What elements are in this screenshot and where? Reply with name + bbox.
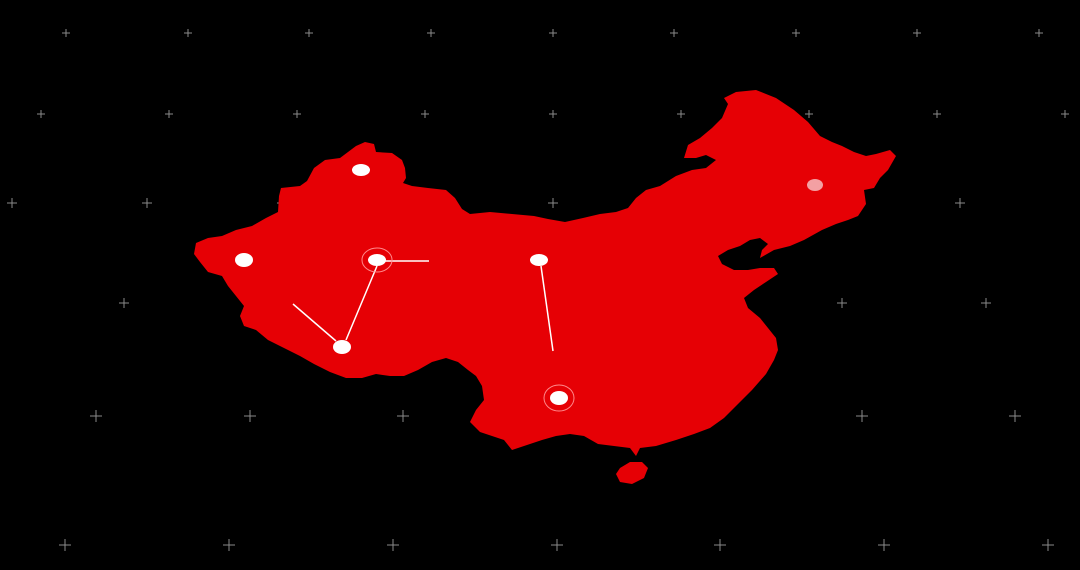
grid-cross-icon bbox=[805, 110, 813, 118]
grid-cross-icon bbox=[90, 410, 102, 422]
grid-cross-icon bbox=[142, 198, 152, 208]
line-tibet-west bbox=[292, 303, 337, 342]
grid-crosses bbox=[7, 29, 1069, 551]
grid-cross-icon bbox=[37, 110, 45, 118]
grid-cross-icon bbox=[1009, 410, 1021, 422]
grid-cross-icon bbox=[933, 110, 941, 118]
marker-ring-icon bbox=[361, 247, 393, 273]
grid-cross-icon bbox=[548, 198, 558, 208]
marker-northeast[interactable] bbox=[807, 179, 823, 191]
grid-cross-icon bbox=[59, 539, 71, 551]
marker-central-china[interactable] bbox=[530, 254, 548, 266]
grid-cross-icon bbox=[1035, 29, 1043, 37]
marker-tibet[interactable] bbox=[333, 340, 351, 354]
grid-cross-icon bbox=[244, 410, 256, 422]
marker-west-xinjiang[interactable] bbox=[235, 253, 253, 267]
grid-cross-icon bbox=[981, 298, 991, 308]
grid-cross-icon bbox=[421, 110, 429, 118]
grid-cross-icon bbox=[551, 539, 563, 551]
grid-cross-icon bbox=[7, 198, 17, 208]
grid-cross-icon bbox=[670, 29, 678, 37]
location-markers bbox=[235, 164, 823, 412]
grid-cross-icon bbox=[223, 539, 235, 551]
grid-cross-icon bbox=[878, 539, 890, 551]
grid-cross-icon bbox=[837, 298, 847, 308]
grid-cross-icon bbox=[714, 539, 726, 551]
grid-cross-icon bbox=[165, 110, 173, 118]
grid-cross-icon bbox=[549, 110, 557, 118]
marker-north-xinjiang[interactable] bbox=[352, 164, 370, 176]
china-map bbox=[194, 90, 896, 484]
line-central-xinjiang-tibet bbox=[345, 265, 378, 341]
grid-cross-icon bbox=[549, 29, 557, 37]
grid-cross-icon bbox=[1042, 539, 1054, 551]
marker-central-xinjiang[interactable] bbox=[361, 247, 393, 273]
location-dot-icon bbox=[550, 391, 568, 405]
location-dot-icon bbox=[235, 253, 253, 267]
location-dot-icon bbox=[530, 254, 548, 266]
grid-cross-icon bbox=[397, 410, 409, 422]
grid-cross-icon bbox=[913, 29, 921, 37]
grid-cross-icon bbox=[119, 298, 129, 308]
grid-cross-icon bbox=[184, 29, 192, 37]
grid-cross-icon bbox=[1061, 110, 1069, 118]
grid-cross-icon bbox=[792, 29, 800, 37]
location-dot-icon bbox=[333, 340, 351, 354]
marker-ring-icon bbox=[543, 384, 575, 412]
grid-cross-icon bbox=[293, 110, 301, 118]
location-dot-icon bbox=[352, 164, 370, 176]
location-dot-icon bbox=[368, 254, 386, 266]
grid-cross-icon bbox=[856, 410, 868, 422]
grid-cross-icon bbox=[955, 198, 965, 208]
hainan-island-shape bbox=[616, 462, 648, 484]
china-mainland-shape bbox=[194, 90, 896, 456]
marker-southwest[interactable] bbox=[543, 384, 575, 412]
grid-cross-icon bbox=[305, 29, 313, 37]
grid-cross-icon bbox=[427, 29, 435, 37]
grid-cross-icon bbox=[677, 110, 685, 118]
grid-cross-icon bbox=[387, 539, 399, 551]
grid-cross-icon bbox=[62, 29, 70, 37]
location-dot-icon bbox=[807, 179, 823, 191]
line-central-china-south bbox=[540, 265, 554, 352]
